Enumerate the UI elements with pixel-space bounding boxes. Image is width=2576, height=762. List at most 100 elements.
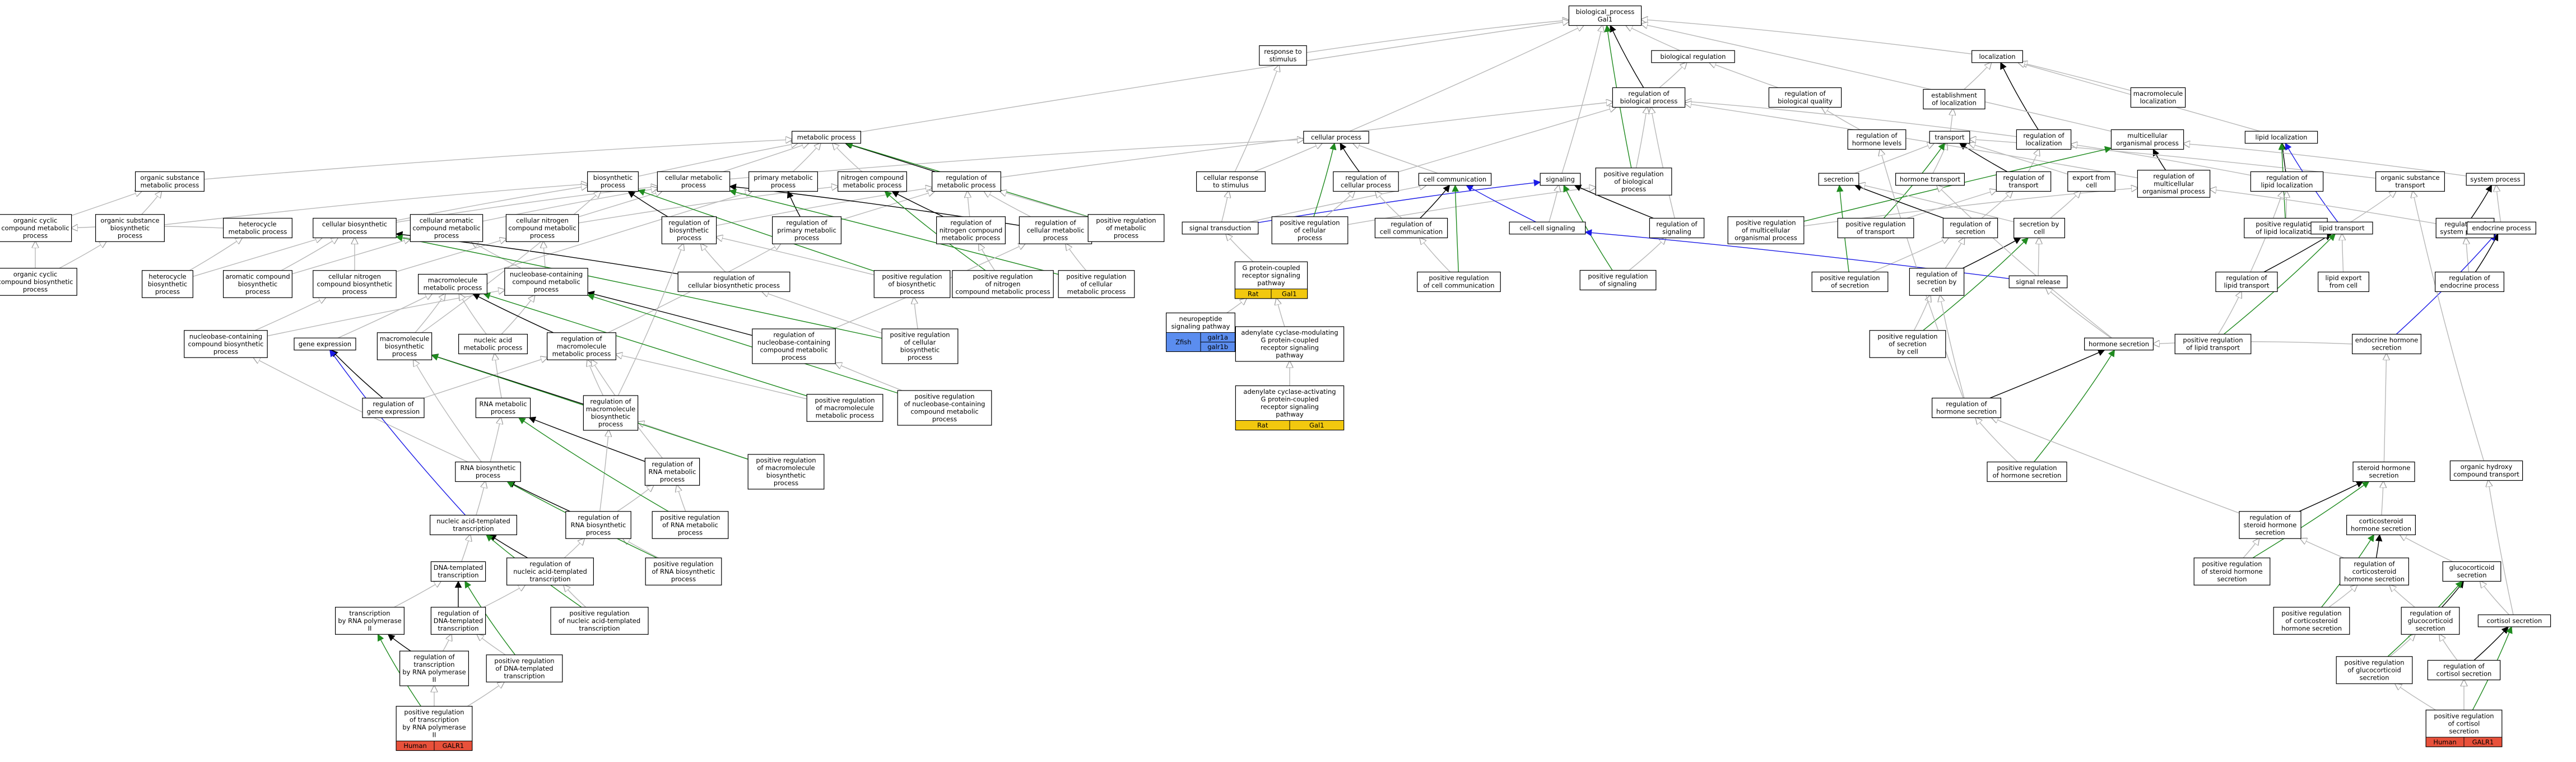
go-term-node[interactable]: lipid transport (2310, 221, 2373, 235)
gene-cell[interactable] (2463, 737, 2503, 747)
go-term-node[interactable]: localization (1971, 50, 2024, 63)
go-term-node[interactable]: secretion (1818, 173, 1859, 186)
go-term-node[interactable]: hormone secretion (2084, 337, 2154, 351)
go-term-node[interactable]: endocrine process (2467, 221, 2537, 235)
go-term-node[interactable]: system process (2466, 173, 2525, 186)
go-term-node[interactable]: signal release (2008, 275, 2068, 289)
go-term-node[interactable]: regulation ofmacromoleculebiosyntheticpr… (583, 395, 639, 431)
go-term-node[interactable]: cell communication (1418, 173, 1492, 186)
gene-cell[interactable] (434, 741, 473, 751)
go-term-node[interactable]: signal transduction (1182, 221, 1259, 235)
go-term-node[interactable]: lipid localization (2244, 131, 2318, 144)
go-term-node[interactable]: hormone transport (1895, 173, 1965, 186)
go-term-node[interactable]: cell-cell signaling (1509, 221, 1586, 235)
go-term-node[interactable]: signaling (1540, 173, 1581, 186)
go-term-node[interactable]: transport (1929, 131, 1970, 144)
gene-cell[interactable] (1289, 420, 1345, 430)
gene-cell[interactable] (1271, 289, 1308, 299)
go-term-node[interactable]: cortisol secretion (2477, 614, 2551, 628)
go-term-node[interactable]: metabolic process (791, 131, 861, 144)
